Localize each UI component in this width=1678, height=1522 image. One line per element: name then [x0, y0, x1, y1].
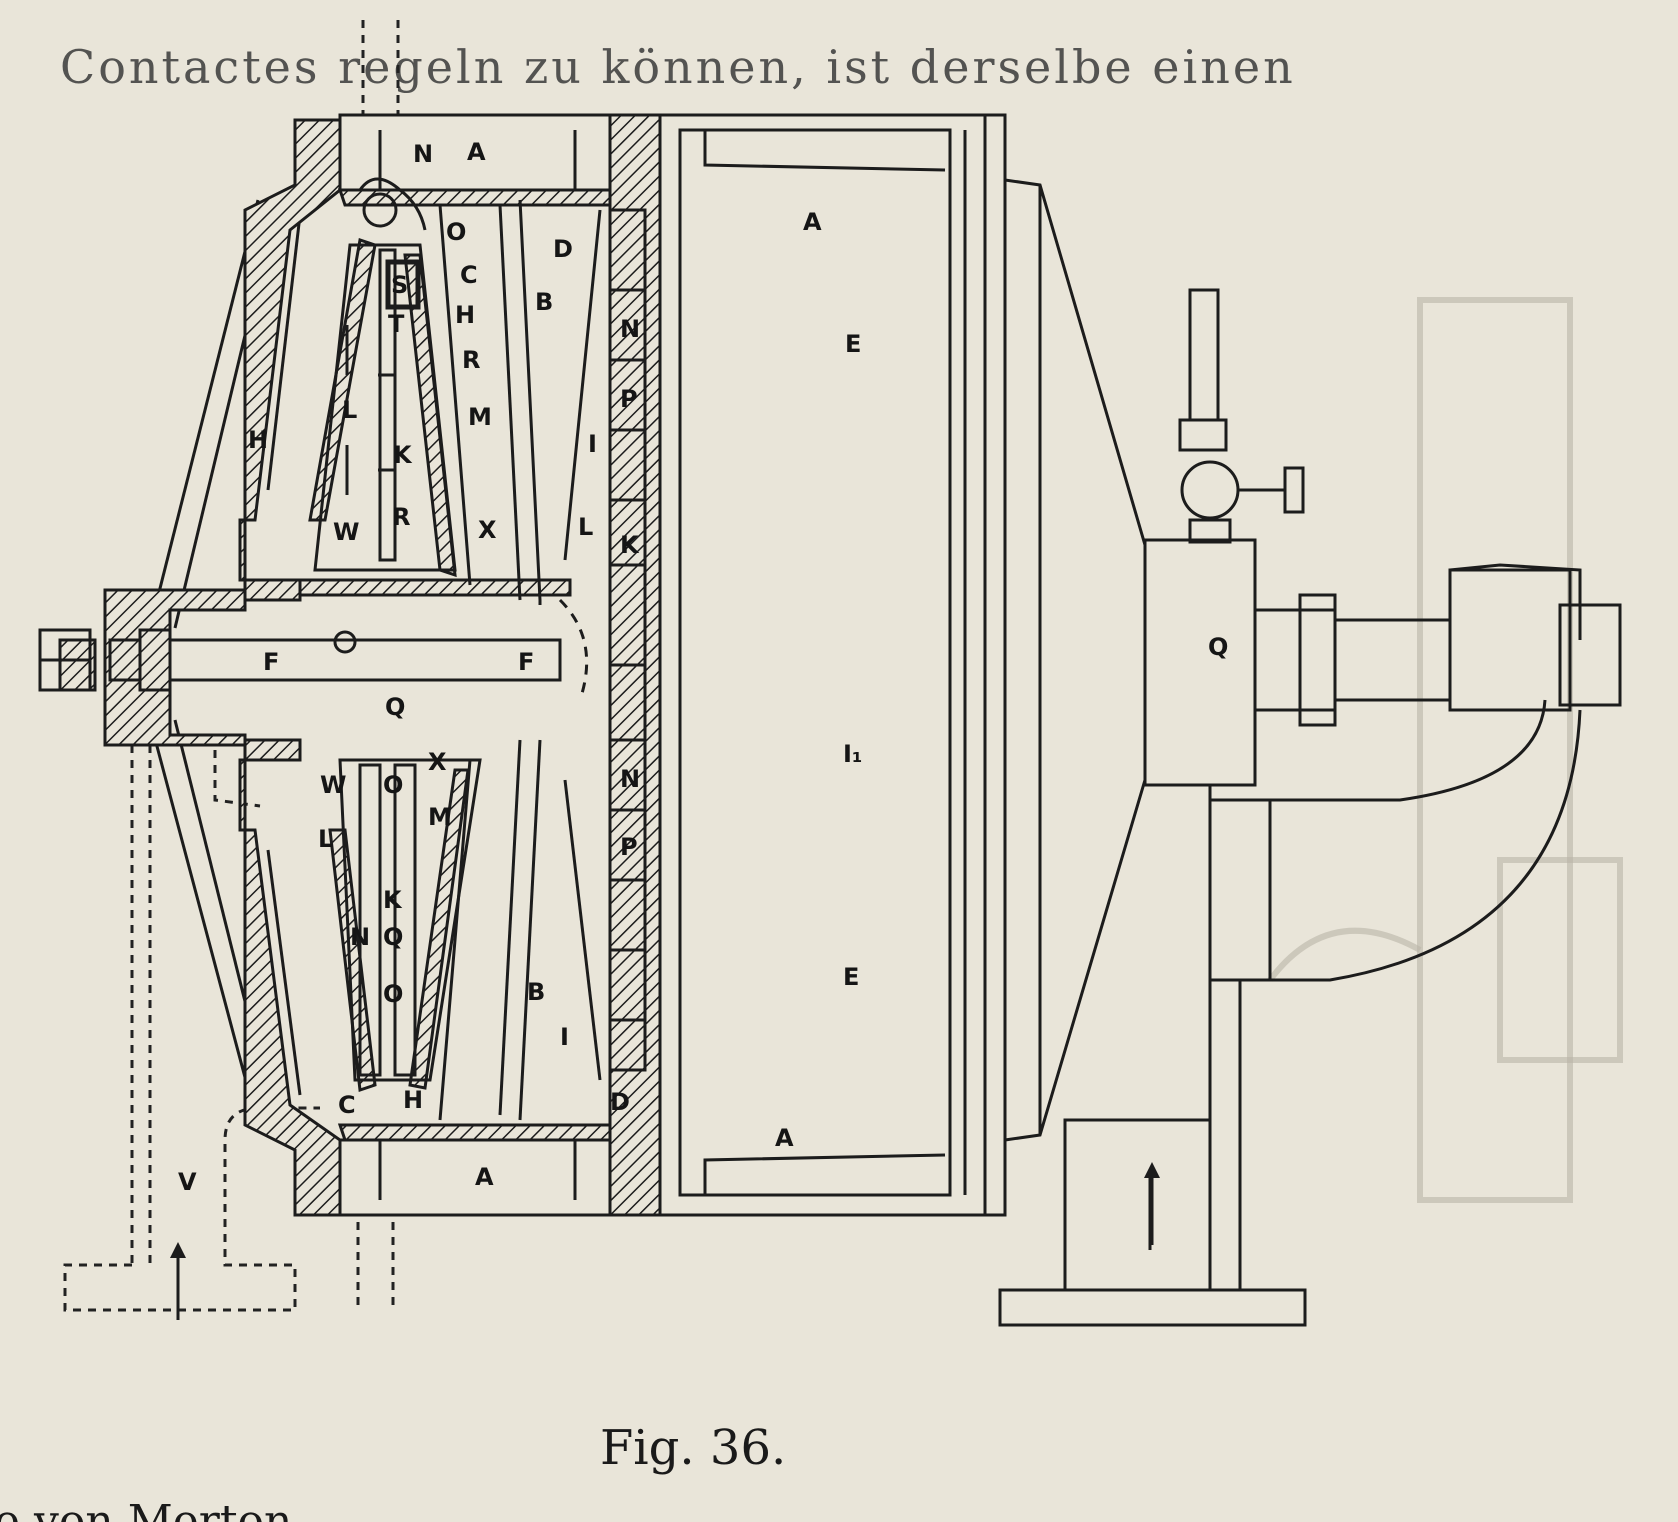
label-E-bot: E — [843, 963, 859, 991]
label-O-top: O — [446, 218, 466, 246]
label-N-right-bot: N — [620, 765, 640, 793]
label-F-right: F — [518, 648, 534, 676]
label-N-top: N — [413, 140, 433, 168]
contact-segments-plate — [563, 208, 647, 1081]
channels-A — [338, 113, 612, 1217]
bleed-through-ghost-drawing — [1267, 297, 1623, 1203]
label-H-left: H — [248, 426, 268, 454]
stand-Q — [998, 288, 1622, 1327]
label-I-right-bot: I — [560, 1023, 569, 1051]
label-T: T — [388, 310, 405, 338]
label-I-right-top: I — [588, 430, 597, 458]
label-L-bot: L — [318, 825, 333, 853]
label-H-bot: H — [403, 1086, 423, 1114]
label-B-top: B — [535, 288, 553, 316]
label-K-top: K — [393, 441, 413, 469]
label-P-right-bot: P — [620, 833, 638, 861]
label-V: V — [178, 1168, 197, 1196]
label-K-right: K — [620, 531, 640, 559]
label-O-bot1: O — [383, 771, 403, 799]
label-A-right-bottom: A — [775, 1124, 794, 1152]
label-P-right-top: P — [620, 385, 638, 413]
label-A-bottom: A — [475, 1163, 494, 1191]
label-X-top: X — [478, 516, 497, 544]
drum-E — [658, 113, 1147, 1217]
chamber-B — [438, 199, 542, 1121]
label-I1: I₁ — [843, 740, 862, 768]
figure-caption: Fig. 36. — [600, 1420, 787, 1476]
label-H-top: H — [455, 301, 475, 329]
label-M-top: M — [468, 403, 492, 431]
label-A-top: A — [467, 138, 486, 166]
label-K-bot: K — [383, 886, 403, 914]
label-F-left: F — [263, 648, 279, 676]
label-W-top: W — [333, 518, 359, 546]
label-S: S — [391, 271, 408, 299]
bleed-through-text-bottom: e von Merton — [0, 1496, 293, 1522]
label-O-bot2: O — [383, 980, 403, 1008]
label-C-bot: C — [338, 1091, 356, 1119]
label-R-mid: R — [392, 503, 410, 531]
label-Q-mid: Q — [385, 693, 405, 721]
label-B-bot: B — [527, 978, 545, 1006]
label-C-top: C — [460, 261, 478, 289]
label-Q-stand: Q — [1208, 633, 1228, 661]
bleed-through-text-top: Contactes regeln zu können, ist derselbe… — [60, 40, 1296, 94]
label-L-right: L — [578, 513, 593, 541]
label-X-bot: X — [428, 748, 447, 776]
part-labels: A A A A N O C S H T B D R M L H K W R X … — [178, 138, 1228, 1196]
label-M-bot: M — [428, 803, 452, 831]
flow-arrows — [170, 325, 1160, 1320]
cone-inner-parts — [313, 177, 482, 1082]
shaft-F — [38, 598, 589, 701]
label-R-top: R — [462, 346, 480, 374]
label-W-bot: W — [320, 771, 346, 799]
label-Q-bot: Q — [383, 923, 403, 951]
label-L-top: L — [342, 396, 357, 424]
label-N-right-top: N — [620, 315, 640, 343]
label-D-top: D — [553, 235, 573, 263]
label-A-right-top: A — [803, 208, 822, 236]
label-N-bot: N — [350, 923, 370, 951]
label-E-top: E — [845, 330, 861, 358]
label-D-bot: D — [610, 1088, 630, 1116]
